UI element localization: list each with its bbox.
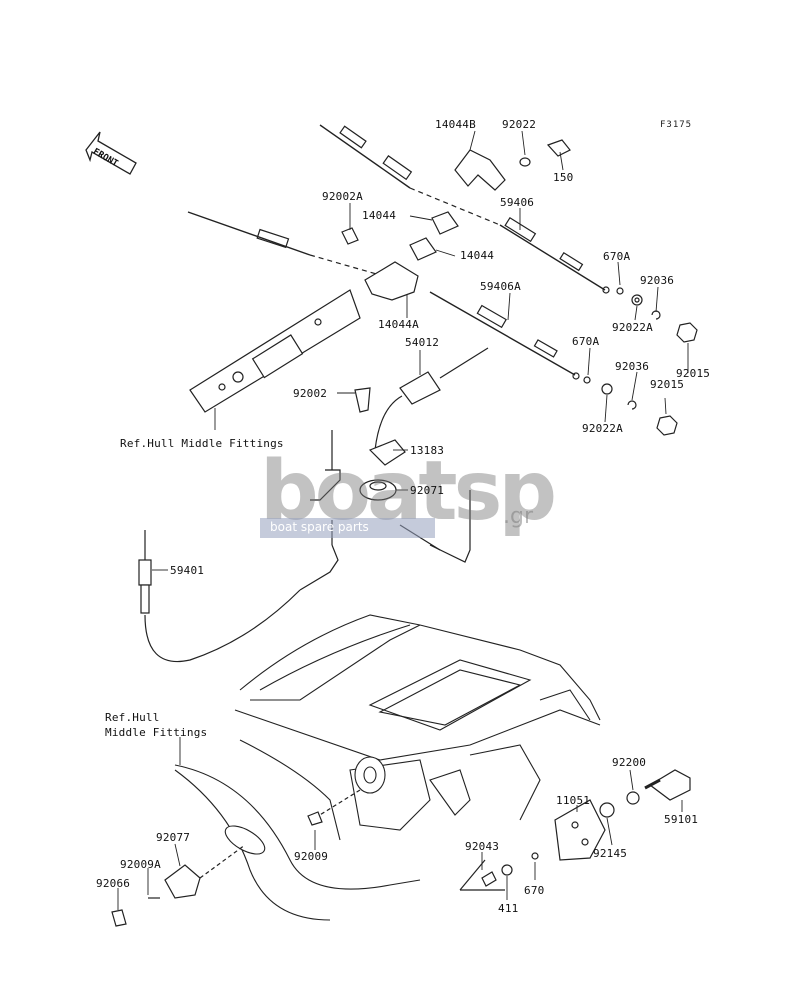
- part-label: 92036: [640, 274, 675, 287]
- part-label: 11051: [556, 794, 591, 807]
- clamps-14044: [341, 211, 459, 261]
- part-label: 92043: [465, 840, 500, 853]
- part-label: 92077: [156, 831, 191, 844]
- part-label: 670A: [572, 335, 600, 348]
- part-label: 59101: [664, 813, 699, 826]
- front-arrow-icon: [85, 131, 137, 175]
- part-label: 54012: [405, 336, 440, 349]
- washers-and-nuts: [583, 287, 698, 436]
- part-label: 14044: [362, 209, 397, 222]
- reference-label-upper: Ref.Hull Middle Fittings: [120, 437, 284, 450]
- lever-assembly-11051: [459, 769, 691, 891]
- figure-code: F3175: [660, 120, 693, 130]
- part-label: 411: [498, 902, 519, 915]
- cable-59401: [138, 430, 471, 662]
- part-label: 92015: [650, 378, 685, 391]
- part-label: 92009: [294, 850, 329, 863]
- part-label: 59406: [500, 196, 535, 209]
- part-label: 14044: [460, 249, 495, 262]
- filter-and-hose: [354, 347, 489, 501]
- part-label: 92036: [615, 360, 650, 373]
- grip-92077: [111, 789, 361, 927]
- bracket-14044B: [454, 139, 571, 191]
- part-label: 92022A: [582, 422, 623, 435]
- throttle-cable-59406: [319, 124, 610, 294]
- part-label: 92145: [593, 847, 628, 860]
- part-label: 92022A: [612, 321, 653, 334]
- part-label: 92015: [676, 367, 711, 380]
- part-label: 670: [524, 884, 545, 897]
- part-label: 92002: [293, 387, 328, 400]
- cable-bracket-14044A: [189, 261, 419, 413]
- part-label: 13183: [410, 444, 445, 457]
- part-label: 150: [553, 171, 574, 184]
- part-label: 59401: [170, 564, 205, 577]
- part-label: 14044A: [378, 318, 419, 331]
- choke-cable-59406A: [187, 211, 580, 380]
- part-label: 92022: [502, 118, 537, 131]
- leader-lines: [117, 130, 689, 910]
- part-label: 92200: [612, 756, 647, 769]
- part-label: 92002A: [322, 190, 363, 203]
- part-label: 670A: [603, 250, 631, 263]
- part-label: 92071: [410, 484, 445, 497]
- reference-label-lower: Ref.Hull Middle Fittings: [105, 711, 208, 739]
- part-label: 59406A: [480, 280, 521, 293]
- part-label: 14044B: [435, 118, 476, 131]
- part-label: 92066: [96, 877, 131, 890]
- hull-outline: [174, 614, 601, 921]
- part-label: 92009A: [120, 858, 161, 871]
